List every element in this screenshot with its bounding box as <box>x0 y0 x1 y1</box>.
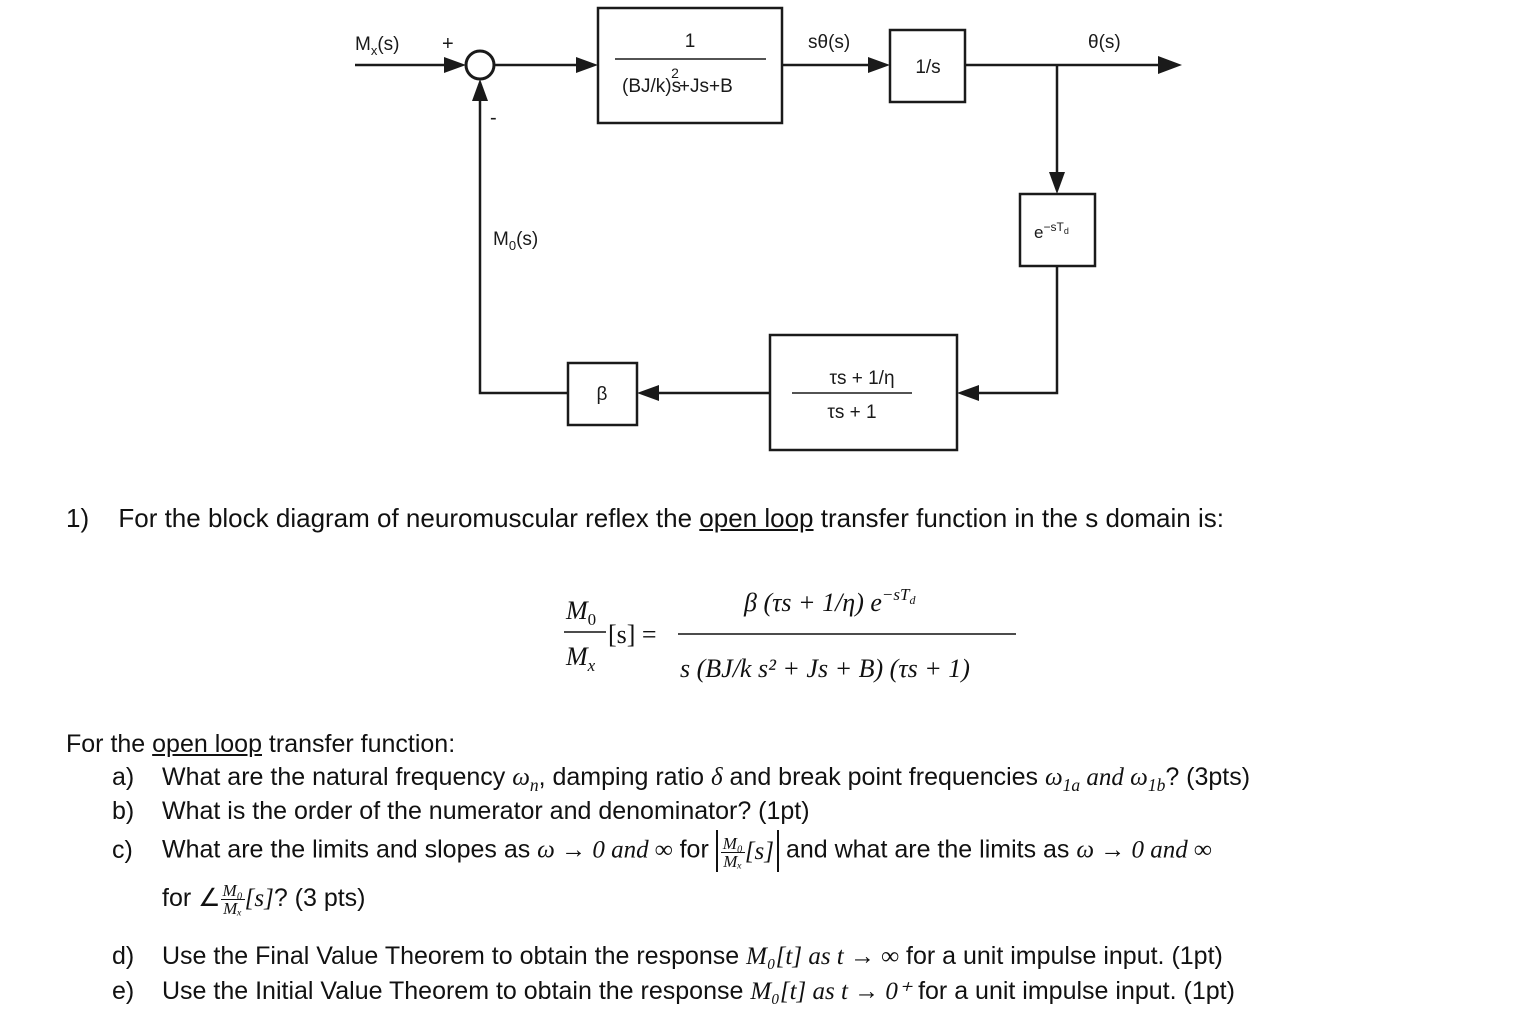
feedback-label: M0(s) <box>493 229 538 253</box>
input-arrow <box>444 57 466 73</box>
question-e: e)Use the Initial Value Theorem to obtai… <box>112 977 1235 1005</box>
lhs-numerator: M0 <box>565 596 596 629</box>
feedback-wire <box>478 96 568 395</box>
gain-input-arrow <box>637 385 659 401</box>
question-b: b)What is the order of the numerator and… <box>112 797 810 825</box>
question-1-text-a: For the block diagram of neuromuscular r… <box>118 503 700 533</box>
lhs-denominator: Mx <box>565 642 596 675</box>
delay-label: e−sTd <box>1034 220 1069 242</box>
integrator-input-arrow <box>868 57 890 73</box>
leadlag-input-arrow <box>957 385 979 401</box>
leadlag-numerator: τs + 1/η <box>829 368 894 389</box>
input-label: Mx(s) <box>355 34 399 58</box>
velocity-label: sθ(s) <box>808 32 850 53</box>
neuromuscular-block-diagram: Mx(s) + - 1 (BJ/k)s2+Js+B sθ(s) 1/s θ(s)… <box>355 6 1182 452</box>
minus-sign: - <box>490 107 497 129</box>
plant-input-arrow <box>576 57 598 73</box>
question-d: d)Use the Final Value Theorem to obtain … <box>112 942 1223 970</box>
question-c: c)What are the limits and slopes as ω → … <box>112 830 1212 872</box>
lhs-argument: [s] = <box>608 620 657 649</box>
summing-junction <box>464 49 496 81</box>
delay-to-leadlag-wire <box>978 266 1059 395</box>
plus-sign: + <box>442 33 454 55</box>
open-loop-intro: For the open loop transfer function: <box>66 730 456 758</box>
open-loop-underlined: open loop <box>152 730 262 758</box>
feedback-arrow <box>472 79 488 101</box>
question-1: 1) For the block diagram of neuromuscula… <box>66 503 1224 534</box>
leadlag-denominator: τs + 1 <box>827 402 876 423</box>
plant-numerator: 1 <box>685 31 696 52</box>
question-1-number: 1) <box>66 503 90 533</box>
delay-input-arrow <box>1049 172 1065 194</box>
plant-block <box>596 6 784 125</box>
question-1-text-b: transfer function in the s domain is: <box>813 503 1224 533</box>
integrator-label: 1/s <box>915 57 940 78</box>
rhs-denominator: s (BJ/k s² + Js + B) (τs + 1) <box>680 654 970 683</box>
output-label: θ(s) <box>1088 32 1121 53</box>
plant-denominator: (BJ/k)s2+Js+B <box>622 65 733 97</box>
rhs-numerator: β (τs + 1/η) e−sTd <box>743 585 916 617</box>
question-a: a)What are the natural frequency ωn, dam… <box>112 763 1251 796</box>
question-1-underlined: open loop <box>699 503 814 533</box>
output-arrow <box>1158 56 1182 74</box>
gain-label: β <box>597 384 608 405</box>
transfer-function-equation: M0 Mx [s] = β (τs + 1/η) e−sTd s (BJ/k s… <box>564 585 1016 683</box>
